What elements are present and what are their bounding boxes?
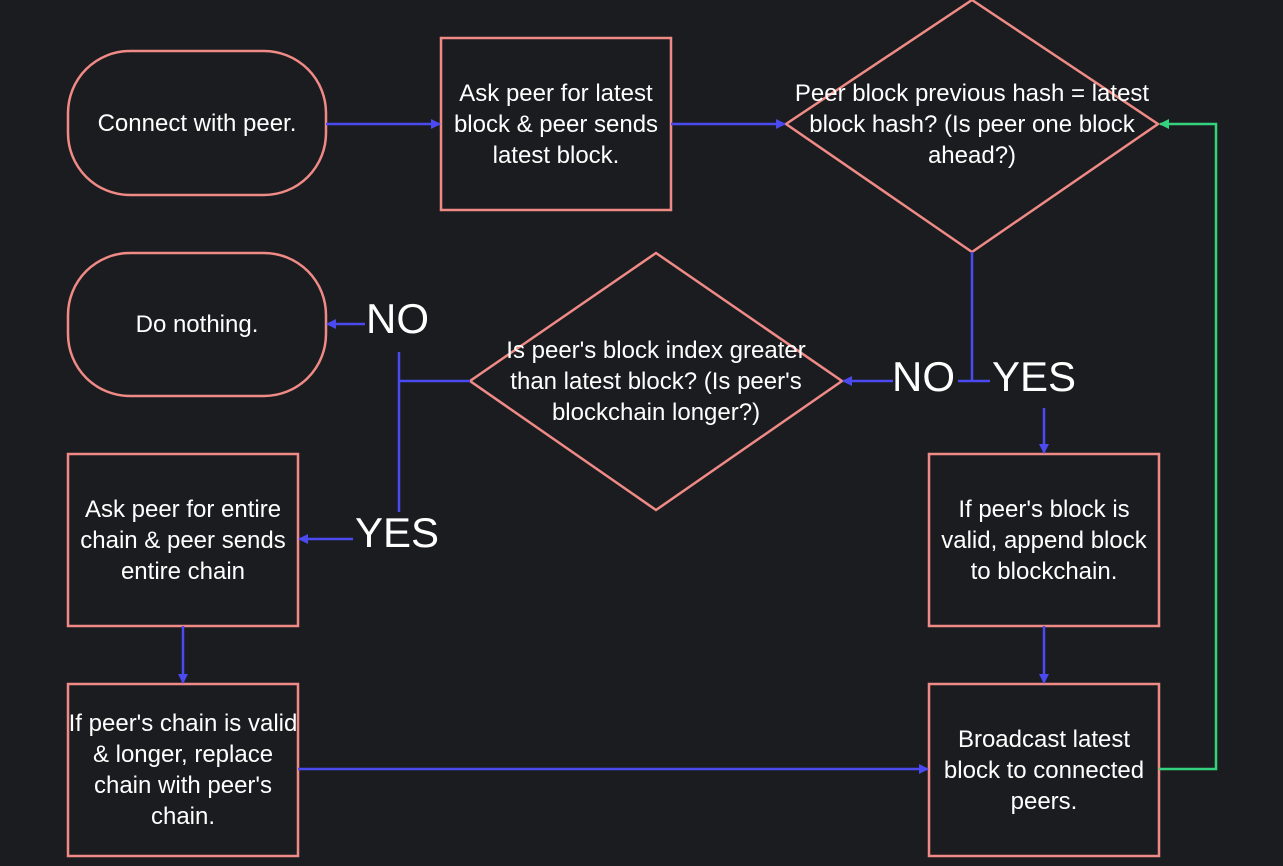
index-decision-shape bbox=[467, 251, 845, 512]
replace-chain-node: If peer's chain is valid & longer, repla… bbox=[68, 684, 298, 856]
ask-chain-label: Ask peer for entire chain & peer sends e… bbox=[80, 495, 286, 585]
do-nothing-label: Do nothing. bbox=[135, 311, 259, 338]
ask-chain-node: Ask peer for entire chain & peer sends e… bbox=[68, 454, 298, 626]
broadcast-node: Broadcast latest block to connected peer… bbox=[929, 684, 1159, 856]
broadcast-label: Broadcast latest block to connected peer… bbox=[943, 725, 1145, 815]
connect-label: Connect with peer. bbox=[97, 109, 297, 137]
replace-chain-label: If peer's chain is valid & longer, repla… bbox=[68, 710, 298, 830]
connect-node: Connect with peer. bbox=[68, 51, 326, 195]
prev-hash-decision-label: Peer block previous hash = latest block … bbox=[794, 79, 1150, 169]
edge-label-yes-append: YES bbox=[992, 353, 1077, 400]
index-decision-label: Is peer's block index greater than lates… bbox=[506, 336, 806, 426]
ask-latest-label: Ask peer for latest block & peer sends l… bbox=[453, 79, 659, 169]
append-block-label: If peer's block is valid, append block t… bbox=[941, 495, 1147, 585]
arrow-broadcast-loop-back bbox=[1159, 119, 1218, 771]
index-decision-node: Is peer's block index greater than lates… bbox=[484, 331, 828, 431]
edge-label-yes-ask-chain: YES bbox=[355, 509, 440, 556]
prev-hash-decision-node: Peer block previous hash = latest block … bbox=[780, 74, 1164, 174]
ask-latest-node: Ask peer for latest block & peer sends l… bbox=[441, 38, 671, 210]
edge-label-no-index: NO bbox=[892, 353, 955, 400]
do-nothing-node: Do nothing. bbox=[68, 253, 326, 396]
edge-label-no-do-nothing: NO bbox=[366, 295, 429, 342]
append-block-node: If peer's block is valid, append block t… bbox=[929, 454, 1159, 626]
